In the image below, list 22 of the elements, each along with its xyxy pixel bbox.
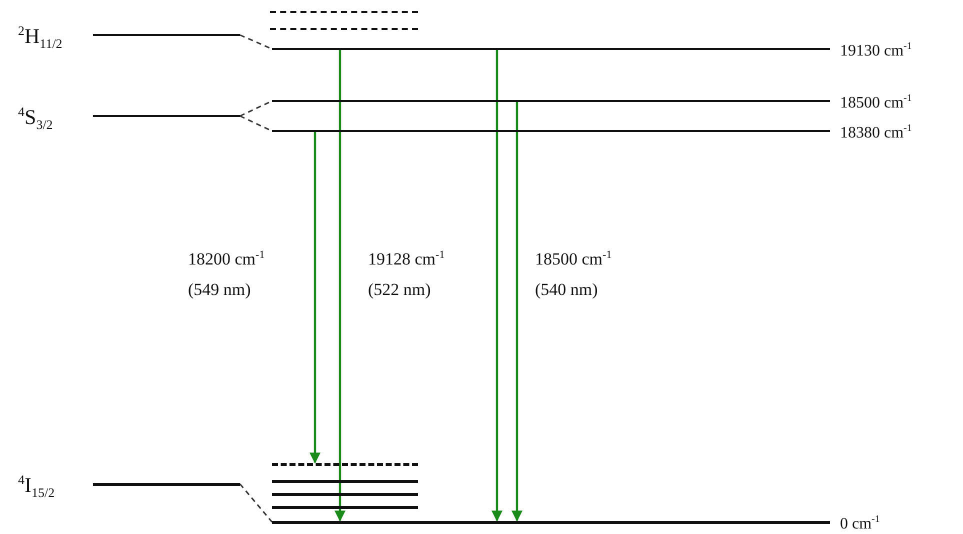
term-symbol: $^{2}$H$_{11/2}$ bbox=[18, 22, 62, 54]
sublevel-line bbox=[272, 480, 418, 482]
term-symbol: $^{4}$S$_{3/2}$ bbox=[18, 103, 53, 134]
energy-label: 0 cm$^{-1}$ bbox=[840, 513, 880, 534]
dashed-sublevel-line bbox=[272, 462, 418, 466]
term-symbol: $^{4}$I$_{15/2}$ bbox=[18, 471, 55, 502]
dashed-sublevel-line bbox=[270, 28, 418, 30]
transition-arrow bbox=[492, 50, 502, 522]
dashed-connector bbox=[239, 484, 273, 522]
dashed-connector bbox=[240, 34, 272, 50]
transition-label: 19128 cm$^{-1}$ (522 nm) bbox=[368, 248, 446, 301]
energy-label: 18380 cm$^{-1}$ bbox=[840, 122, 912, 144]
energy-label: 18500 cm$^{-1}$ bbox=[840, 92, 912, 114]
transition-arrow bbox=[334, 50, 346, 522]
dashed-sublevel-line bbox=[270, 11, 418, 13]
sublevel-line bbox=[272, 492, 418, 496]
transition-label: 18500 cm$^{-1}$ (540 nm) bbox=[535, 248, 613, 301]
transition-arrow bbox=[512, 102, 522, 522]
sublevel-line bbox=[272, 506, 418, 508]
transition-label: 18200 cm$^{-1}$ (549 nm) bbox=[188, 248, 266, 301]
energy-label: 19130 cm$^{-1}$ bbox=[840, 40, 912, 62]
transition-arrow bbox=[310, 132, 320, 464]
